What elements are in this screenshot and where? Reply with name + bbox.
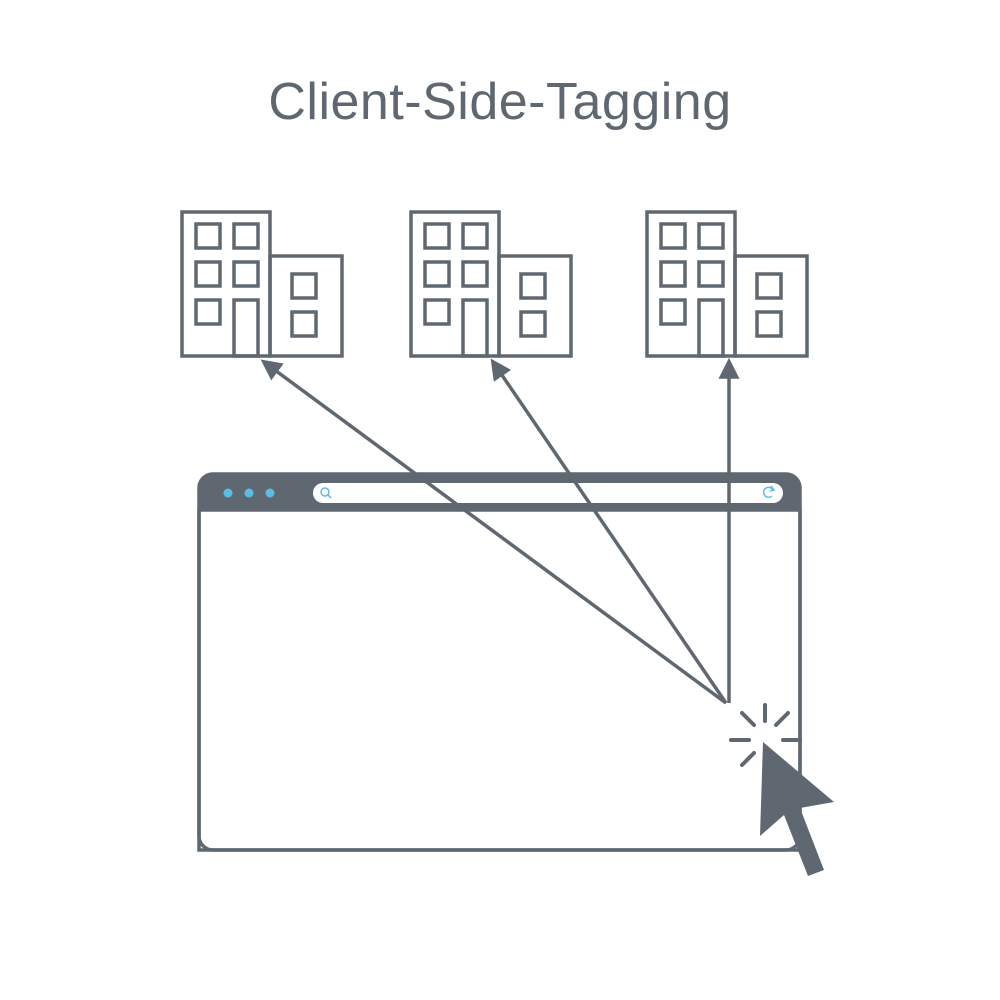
arrow-to-building-1 [260,359,728,705]
arrow-to-building-2 [490,358,728,704]
refresh-icon [762,485,776,499]
browser-body-edge [197,508,802,852]
window-dot [244,488,254,498]
arrows [260,357,740,705]
building-icon [180,210,344,358]
browser-frame [197,472,802,852]
search-icon [320,487,332,499]
building-icon [645,210,809,358]
browser-window-icon [197,472,802,852]
click-burst-icon [729,703,802,767]
page-title: Client-Side-Tagging [268,73,732,131]
window-dot [265,488,275,498]
cursor-click-icon [760,742,834,876]
building-icon [409,210,573,358]
url-bar [313,483,783,503]
window-dot [223,488,233,498]
